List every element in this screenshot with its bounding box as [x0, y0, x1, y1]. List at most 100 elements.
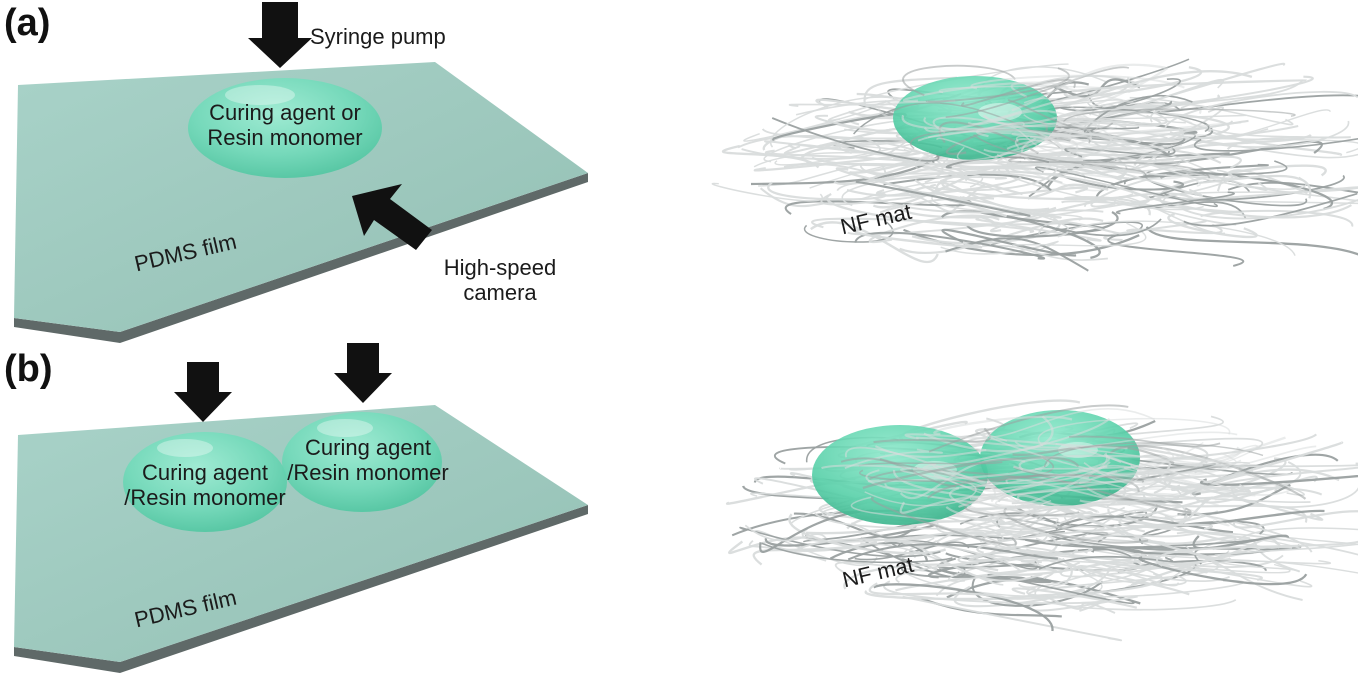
nanofiber-strand	[1129, 96, 1294, 126]
nanofiber-strand	[1079, 457, 1230, 484]
nanofiber-strand	[802, 505, 1036, 543]
nanofiber-strand	[909, 544, 1142, 563]
nanofiber-strand	[922, 417, 1111, 470]
nanofiber-strand	[902, 114, 1084, 131]
droplet-b1-highlight	[157, 439, 213, 457]
panel-b-film-scene	[14, 343, 588, 673]
droplet-b2-highlight	[317, 419, 373, 437]
nanofiber-strand	[1043, 218, 1162, 237]
nanofiber-strand	[835, 167, 1008, 218]
camera-label-line1: High-speed	[443, 255, 557, 280]
droplet-b1-label-line2: /Resin monomer	[124, 485, 286, 510]
high-speed-camera-label: High-speed camera	[430, 255, 570, 305]
panel-a-film-scene	[14, 2, 588, 343]
nanofiber-strand	[1156, 540, 1358, 567]
nanofiber-strand	[1135, 445, 1317, 478]
nanofiber-strand	[982, 244, 1108, 261]
nanofiber-strand	[1156, 537, 1279, 565]
nanofiber-strand	[810, 221, 939, 263]
nanofiber-strand	[941, 178, 1134, 201]
nanofiber-strand	[994, 103, 1202, 159]
nanofiber-strand	[904, 433, 1128, 450]
nanofiber-strand	[1011, 63, 1166, 112]
nanofiber-strand	[956, 126, 1117, 161]
nanofiber-strand	[998, 480, 1201, 496]
nanofiber-strand	[923, 89, 1111, 133]
nanofiber-strand	[1014, 431, 1238, 451]
droplet-b1	[123, 432, 287, 532]
nanofiber-strand	[975, 218, 1102, 242]
nanofiber-strand	[970, 74, 1185, 90]
nanofiber-strand	[739, 526, 941, 558]
syringe-pump-label: Syringe pump	[310, 24, 446, 49]
nanofiber-strand	[903, 81, 1069, 103]
nanofiber-strand	[1067, 114, 1246, 120]
nanofiber-strand	[935, 569, 1028, 597]
nanofiber-strand	[938, 121, 1039, 155]
nanofiber-strand	[895, 547, 1093, 584]
panel-a-mat-scene	[711, 58, 1358, 272]
nanofiber-strand	[753, 148, 911, 168]
nanofiber-strand	[1176, 531, 1358, 556]
nanofiber-strand	[884, 539, 1043, 582]
droplet-b1-label-line1: Curing agent	[142, 460, 268, 485]
nanofiber-strand	[1101, 561, 1291, 574]
nanofiber-strand	[1008, 156, 1211, 179]
nanofiber-strand	[1167, 133, 1358, 154]
nanofiber-strand	[1163, 187, 1358, 208]
nanofiber-strand	[973, 134, 1146, 176]
nanofiber-strand	[769, 96, 920, 148]
droplet-a-highlight	[225, 85, 295, 105]
nanofiber-strand	[1003, 507, 1149, 544]
nanofiber-strand	[990, 408, 1156, 438]
nanofiber-strand	[858, 461, 1003, 467]
nanofiber-strand	[1226, 136, 1351, 150]
nanofiber-strand	[854, 228, 983, 249]
nanofiber-strand	[1138, 556, 1308, 586]
nanofiber-strand	[1061, 200, 1244, 214]
nanofiber-strand	[1192, 534, 1290, 550]
nanofiber-strand	[1059, 173, 1184, 191]
nanofiber-strand	[855, 180, 1031, 217]
nanofiber-strand	[744, 524, 827, 542]
panel-label-b: (b)	[4, 348, 53, 390]
nanofiber-strand	[1116, 191, 1235, 215]
nanofiber-strand	[1056, 120, 1135, 140]
nanofiber-strand	[841, 172, 983, 207]
nanofiber-strand	[1149, 79, 1304, 123]
nanofiber-mat-a-overlay	[877, 63, 1296, 192]
nanofiber-strand	[864, 589, 1087, 601]
nanofiber-strand	[999, 527, 1165, 544]
nanofiber-strand	[899, 495, 994, 514]
nanofiber-strand	[900, 561, 1028, 582]
camera-arrow-a	[352, 184, 432, 250]
nanofiber-strand	[1119, 185, 1352, 219]
nanofiber-strand	[996, 511, 1094, 531]
nanofiber-strand	[1159, 477, 1324, 521]
nanofiber-strand	[826, 192, 995, 227]
pdms-film-a-top	[14, 62, 588, 332]
nanofiber-strand	[868, 582, 1007, 599]
nanofiber-strand	[834, 561, 938, 575]
nanofiber-strand	[987, 434, 1191, 480]
nanofiber-strand	[1063, 79, 1307, 99]
nanofiber-strand	[1200, 209, 1354, 227]
nanofiber-strand	[814, 512, 1004, 549]
nanofiber-strand	[771, 117, 940, 162]
camera-label-line2: camera	[463, 280, 537, 305]
nanofiber-strand	[743, 105, 879, 142]
nanofiber-strand	[1145, 226, 1358, 256]
nanofiber-strand	[926, 474, 1144, 499]
nanofiber-strand	[803, 221, 894, 243]
nanofiber-strand	[1086, 78, 1224, 111]
droplet-b2	[282, 412, 442, 512]
nanofiber-strand	[902, 595, 1122, 642]
nanofiber-strand	[1076, 564, 1230, 583]
nanofiber-strand	[1107, 233, 1245, 267]
nanofiber-strand	[902, 64, 1016, 97]
nanofiber-strand	[1060, 561, 1165, 578]
droplet-a-label-line2: Resin monomer	[207, 125, 363, 150]
nanofiber-strand	[873, 583, 1054, 632]
nanofiber-strand	[970, 477, 1135, 501]
nanofiber-strand	[1167, 213, 1258, 239]
